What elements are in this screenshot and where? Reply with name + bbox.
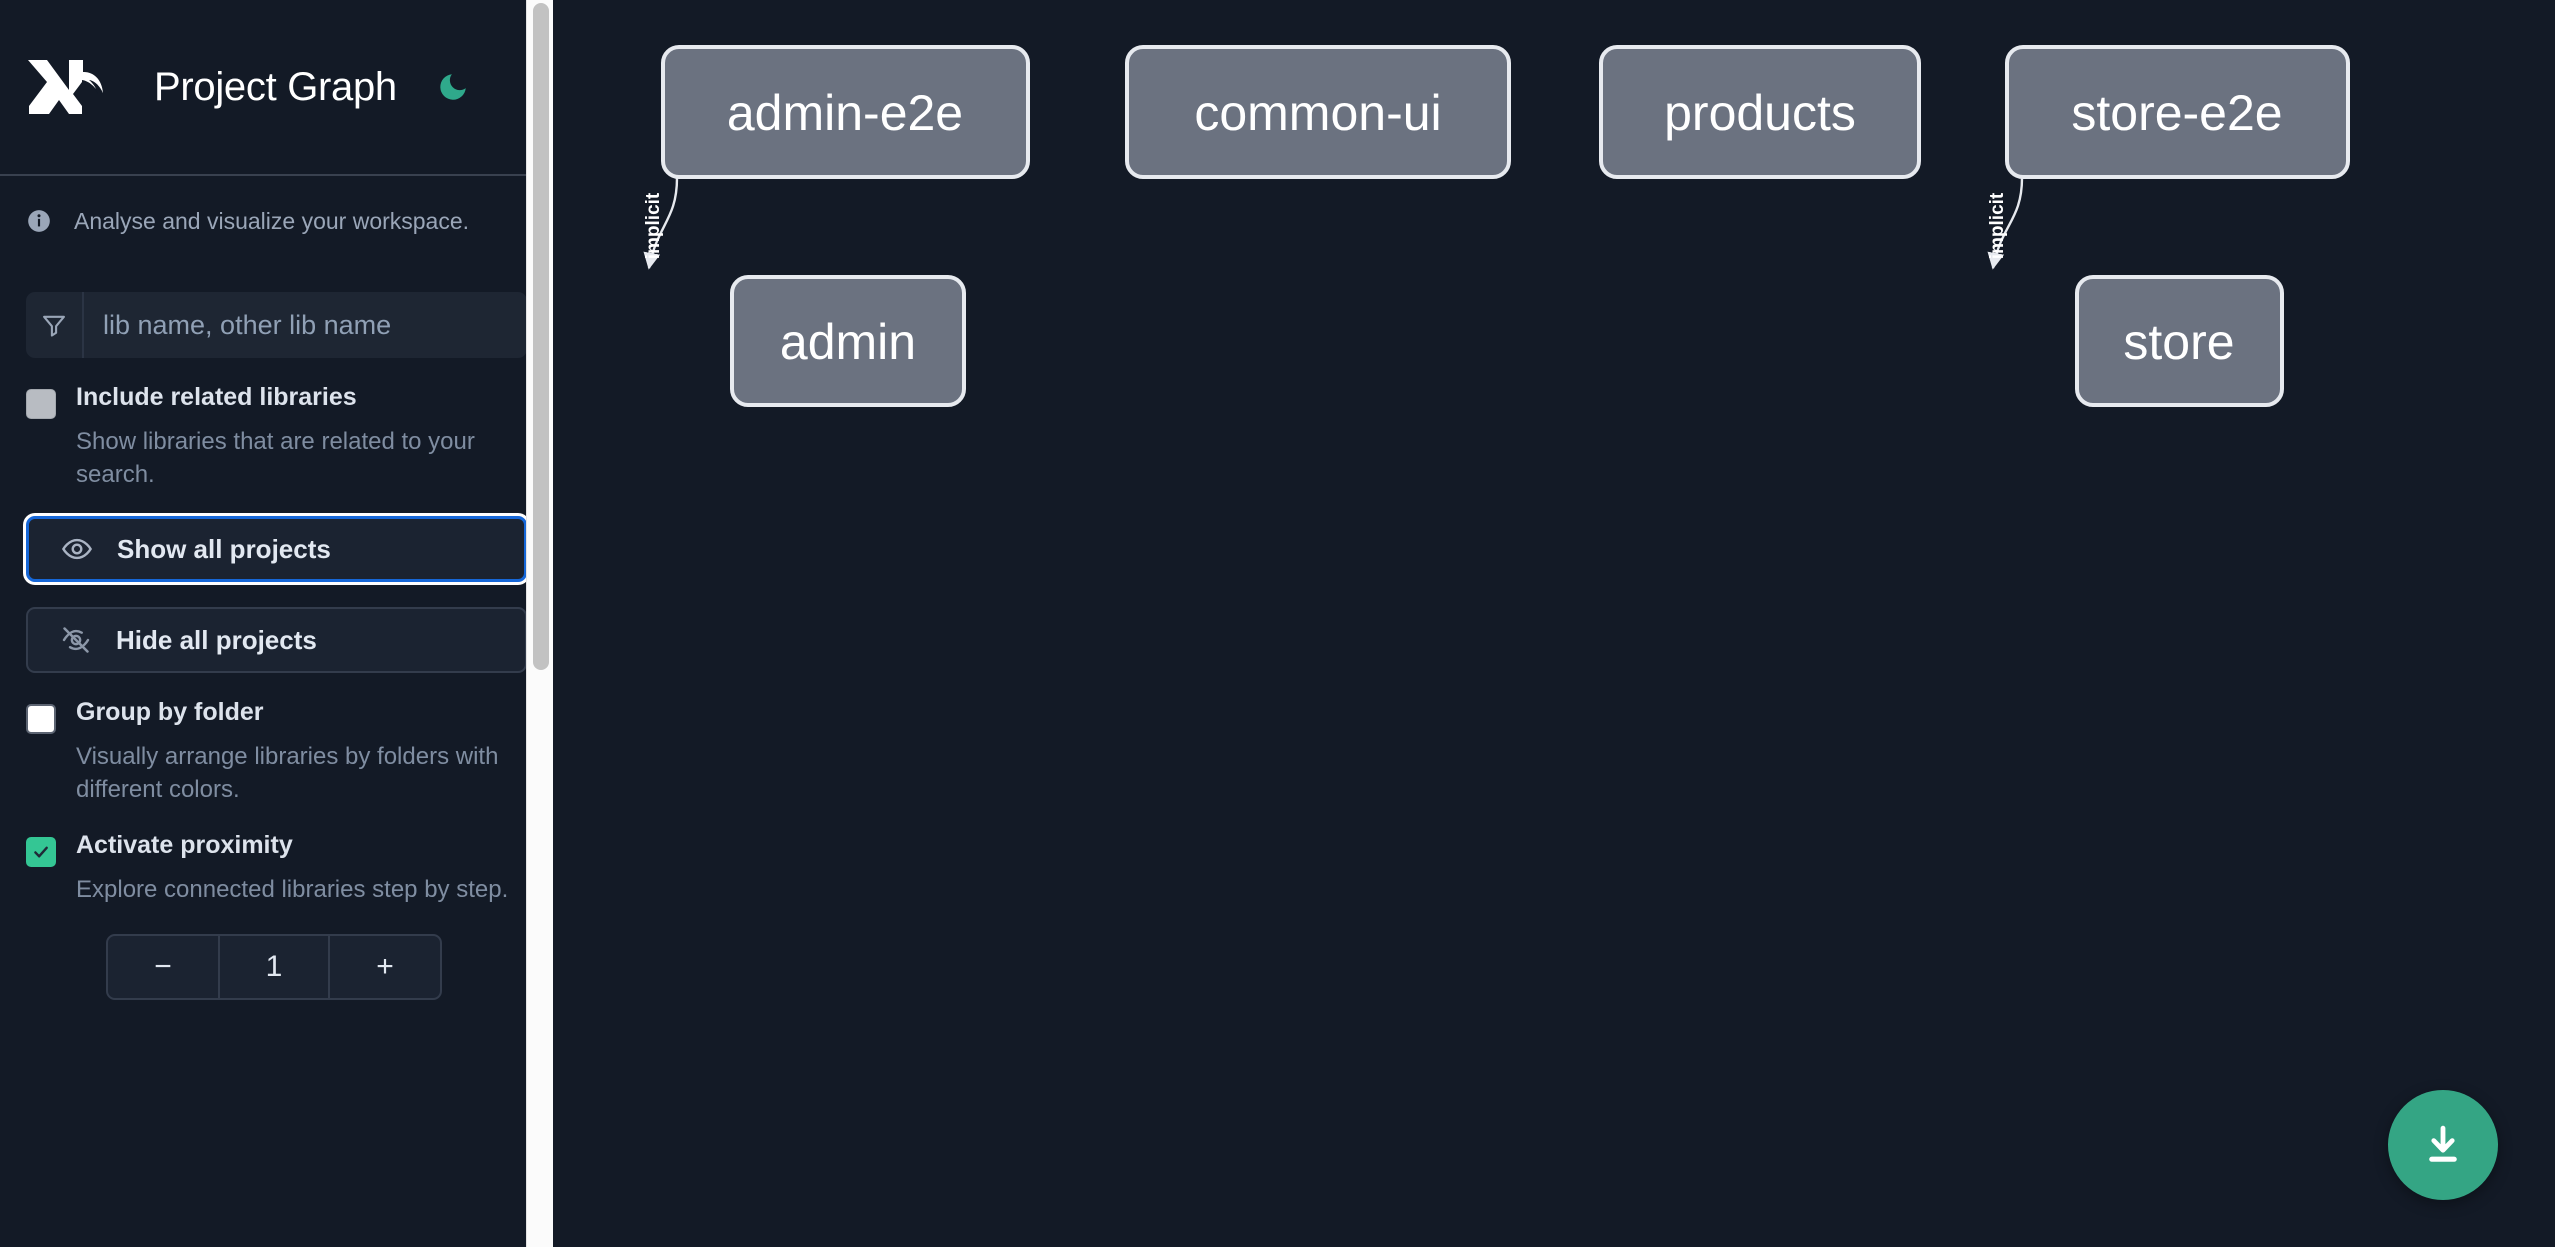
include-related-libraries-label: Include related libraries bbox=[76, 383, 357, 411]
graph-node-products[interactable]: products bbox=[1599, 45, 1921, 179]
show-all-projects-button[interactable]: Show all projects bbox=[26, 516, 527, 583]
group-by-folder-description: Visually arrange libraries by folders wi… bbox=[76, 743, 499, 804]
nx-logo-icon bbox=[26, 56, 120, 118]
show-all-projects-label: Show all projects bbox=[117, 533, 331, 564]
graph-node-label: products bbox=[1664, 85, 1856, 141]
check-icon bbox=[34, 847, 48, 858]
workspace-info-text: Analyse and visualize your workspace. bbox=[74, 207, 470, 234]
option-include-related-libraries: Include related libraries Show libraries… bbox=[0, 358, 553, 491]
graph-node-admin-e2e[interactable]: admin-e2e bbox=[661, 45, 1030, 179]
page-title: Project Graph bbox=[154, 64, 397, 109]
graph-node-store-e2e[interactable]: store-e2e bbox=[2005, 45, 2350, 179]
graph-node-label: common-ui bbox=[1194, 85, 1441, 141]
group-by-folder-checkbox[interactable] bbox=[26, 704, 56, 735]
activate-proximity-checkbox[interactable] bbox=[26, 837, 56, 868]
filter-icon bbox=[26, 292, 84, 358]
hide-all-projects-label: Hide all projects bbox=[116, 624, 317, 655]
visibility-buttons: Show all projects Hide all projects bbox=[0, 516, 553, 674]
hide-all-projects-button[interactable]: Hide all projects bbox=[26, 607, 527, 674]
graph-node-store[interactable]: store bbox=[2075, 275, 2284, 407]
graph-node-label: admin bbox=[780, 314, 916, 370]
eye-icon bbox=[59, 531, 95, 567]
activate-proximity-description: Explore connected libraries step by step… bbox=[76, 876, 509, 904]
graph-node-admin[interactable]: admin bbox=[730, 275, 966, 407]
graph-edge-admin-e2e-to-admin[interactable]: implicit bbox=[643, 177, 679, 270]
sidebar-body: Analyse and visualize your workspace. In… bbox=[0, 176, 553, 1000]
include-related-libraries-checkbox[interactable] bbox=[26, 389, 56, 419]
graph-node-label: store-e2e bbox=[2071, 85, 2282, 141]
sidebar-scrollbar[interactable] bbox=[526, 0, 553, 1247]
graph-edge-label: implicit bbox=[1987, 192, 2008, 259]
graph-node-label: admin-e2e bbox=[727, 85, 963, 141]
graph-node-common-ui[interactable]: common-ui bbox=[1125, 45, 1511, 179]
activate-proximity-label: Activate proximity bbox=[76, 831, 293, 860]
graph-svg: implicit implicit admin-e2e common-ui pr… bbox=[643, 45, 2350, 407]
option-group-by-folder: Group by folder Visually arrange librari… bbox=[0, 673, 553, 806]
sidebar-scrollbar-thumb[interactable] bbox=[533, 3, 549, 670]
eye-off-icon bbox=[58, 622, 94, 658]
moon-icon[interactable] bbox=[430, 64, 476, 110]
graph-node-label: store bbox=[2123, 314, 2234, 370]
info-icon bbox=[26, 208, 52, 234]
download-button[interactable] bbox=[2388, 1090, 2498, 1200]
proximity-increment-button[interactable]: + bbox=[328, 935, 440, 998]
workspace-info: Analyse and visualize your workspace. bbox=[0, 176, 553, 266]
graph-edge-store-e2e-to-store[interactable]: implicit bbox=[1987, 177, 2024, 270]
proximity-stepper: − 1 + bbox=[106, 933, 442, 1000]
group-by-folder-label: Group by folder bbox=[76, 698, 264, 727]
graph-edge-label: implicit bbox=[643, 192, 664, 259]
project-graph-canvas[interactable]: implicit implicit admin-e2e common-ui pr… bbox=[553, 0, 2555, 1247]
option-activate-proximity: Activate proximity Explore connected lib… bbox=[0, 806, 553, 1000]
search-input[interactable] bbox=[84, 292, 527, 358]
sidebar: Project Graph Analyse and visualize your… bbox=[0, 0, 553, 1247]
download-icon bbox=[2429, 1125, 2457, 1162]
include-related-libraries-description: Show libraries that are related to your … bbox=[76, 428, 475, 489]
proximity-decrement-button[interactable]: − bbox=[108, 935, 220, 998]
search-field[interactable] bbox=[26, 292, 527, 358]
proximity-value: 1 bbox=[265, 949, 283, 983]
sidebar-header: Project Graph bbox=[0, 0, 553, 176]
